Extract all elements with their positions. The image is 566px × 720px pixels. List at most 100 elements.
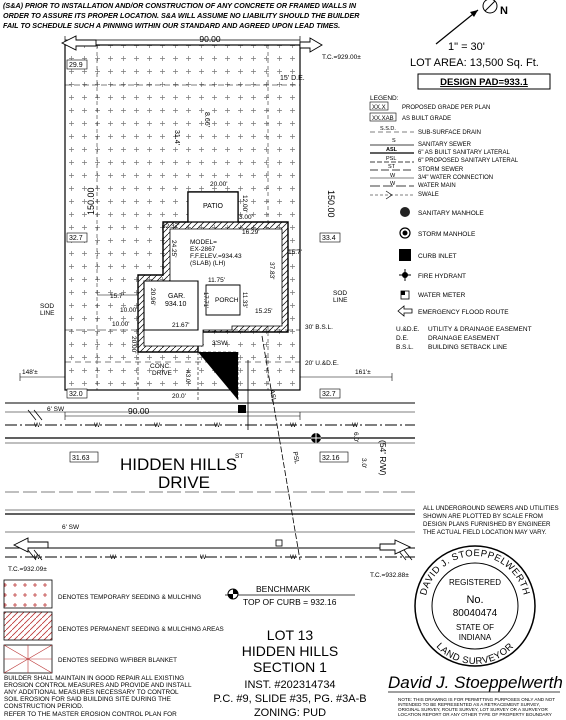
title-block: LOT 13 HIDDEN HILLS SECTION 1 INST. #202… <box>213 627 366 719</box>
patio-height: 12.00' <box>241 195 248 213</box>
seal-number: 80040474 <box>453 608 498 619</box>
legend-label: BUILDING SETBACK LINE <box>428 344 508 351</box>
note-line: THE ACTUAL FIELD LOCATION MAY VARY. <box>423 529 547 536</box>
note-line: BUILDER SHALL MAINTAIN IN GOOD REPAIR AL… <box>4 675 184 682</box>
legend-label: SUB-SURFACE DRAIN <box>418 130 481 136</box>
dim-31-4: 31.4' <box>173 130 180 145</box>
dim-11-75: 11.75' <box>208 277 225 284</box>
legend-label: PROPOSED GRADE PER PLAN <box>402 105 490 111</box>
model-line: (SLAB) (LH) <box>190 260 225 267</box>
dim-16-29: 16.29' <box>242 229 260 236</box>
seal-state-of: STATE OF <box>456 623 494 632</box>
seal-state: INDIANA <box>459 633 492 642</box>
bsl-30: 30' B.S.L. <box>305 324 333 331</box>
flood-route-arrow-icon <box>379 539 412 555</box>
svg-text:W: W <box>110 554 117 561</box>
disclaimer-line: INTENDED TO BE REPRESENTED AS A RETRACEM… <box>398 702 540 707</box>
header-note-line: ORDER TO ASSURE ITS PROPER LOCATION. S&A… <box>3 11 360 20</box>
note-line: REFER TO THE MASTER EROSION CONTROL PLAN… <box>4 711 177 718</box>
dim-20-0: 20.0' <box>172 393 186 400</box>
grade-label: 32.7 <box>69 235 83 242</box>
curb-inlet-icon <box>238 405 246 413</box>
patio-label: PATIO <box>203 203 224 210</box>
seeding-label: DENOTES SEEDING W/FIBER BLANKET <box>58 657 177 664</box>
street-name-line-2: DRIVE <box>158 473 210 492</box>
lot-boundary <box>64 44 301 391</box>
grade-label: 29.9 <box>69 62 83 69</box>
dim-11-33: 11.33' <box>241 292 247 308</box>
disclaimer-line: ORIGINAL SURVEY, ROUTE SURVEY, LOT SURVE… <box>398 707 548 712</box>
legend-label: 3/4" WATER CONNECTION <box>418 175 493 181</box>
legend-abbr: U.&D.E. <box>396 326 420 333</box>
legend: LEGEND: XX.X PROPOSED GRADE PER PLAN XX.… <box>369 95 532 351</box>
patio-width: 20.00' <box>210 181 228 188</box>
svg-text:W: W <box>290 422 297 429</box>
builder-note: BUILDER SHALL MAINTAIN IN GOOD REPAIR AL… <box>4 675 192 718</box>
dim-8-66: 8.66' <box>203 112 210 127</box>
de-top: 15' D.E. <box>280 75 305 82</box>
dim-32-37: 32.37' <box>162 223 180 230</box>
dim-15-7-left: 15.7' <box>110 293 124 300</box>
title-line: SECTION 1 <box>253 659 327 675</box>
title-line: HIDDEN HILLS <box>242 643 338 659</box>
grade-label: 32.7 <box>322 391 336 398</box>
legend-label: SWALE <box>418 192 439 198</box>
curb-inlet-icon <box>399 249 411 261</box>
dim-10-00: 10.00' <box>120 307 138 314</box>
seeding-label: DENOTES TEMPORARY SEEDING & MULCHING <box>58 594 201 601</box>
legend-label: UTILITY & DRAINAGE EASEMENT <box>428 326 532 333</box>
sw-3: 3'SW <box>212 340 228 347</box>
model-label: MODEL= EX-2867 F.F.ELEV.=934.43 (SLAB) (… <box>190 239 242 267</box>
street-name-line-1: HIDDEN HILLS <box>120 455 237 474</box>
design-pad-box <box>417 73 551 90</box>
legend-label: WATER MAIN <box>418 183 456 189</box>
seal-no: No. <box>466 594 483 606</box>
svg-text:W: W <box>200 554 207 561</box>
svg-text:N: N <box>500 5 508 17</box>
seal-registered: REGISTERED <box>449 578 501 587</box>
scale-text: 1" = 30' <box>448 41 485 53</box>
garage-elev: 934.10 <box>165 301 187 308</box>
legend-label: SANITARY MANHOLE <box>418 210 484 217</box>
street <box>5 402 415 561</box>
north-arrow-icon: N <box>435 0 508 45</box>
dim-20-00: 20.00' <box>130 336 137 354</box>
garage <box>143 280 199 331</box>
benchmark: BENCHMARK TOP OF CURB = 932.16 <box>225 584 355 607</box>
svg-text:W: W <box>352 422 359 429</box>
underground-note: ALL UNDERGROUND SEWERS AND UTILITIES SHO… <box>423 505 559 536</box>
note-line: DESIGN PLANS FURNISHED BY ENGINEER <box>423 521 551 528</box>
legend-symbol: S <box>392 138 396 144</box>
dim-21-67: 21.67' <box>172 322 190 329</box>
flood-route-arrow-icon <box>397 305 413 317</box>
disclaimer-line: LOCATION REPORT OR ANY OTHER TYPE OF PRO… <box>398 712 552 717</box>
dim-24-25: 24.25' <box>170 240 177 258</box>
legend-symbol: XX.X <box>372 105 386 111</box>
st-label: ST <box>235 453 243 460</box>
note-line: ANY ADDITIONAL MEASURES NECESSARY TO CON… <box>4 689 179 696</box>
legend-label: STORM SEWER <box>418 167 464 173</box>
garage-label: GAR. <box>168 293 185 300</box>
legend-symbol: W <box>390 173 396 179</box>
legend-label: FIRE HYDRANT <box>418 273 466 280</box>
legend-label: EMERGENCY FLOOD ROUTE <box>418 309 509 316</box>
grade-label: 32.16 <box>322 455 340 462</box>
note-line: EROSION CONTROL MEASURES AND PROVIDE AND… <box>4 682 192 689</box>
dim-37-83: 37.83' <box>268 262 275 280</box>
porch <box>205 284 241 316</box>
model-line: EX-2867 <box>190 246 216 253</box>
dim-3-0: 3.0' <box>360 458 367 468</box>
benchmark-title: BENCHMARK <box>256 584 311 594</box>
flood-route-arrow-icon <box>60 35 97 51</box>
grade-label: 32.0 <box>69 391 83 398</box>
legend-title: LEGEND: <box>370 95 399 102</box>
conc-drive: DRIVE <box>152 370 173 377</box>
disclaimer-line: NOTE: THIS DRAWING IS FOR PERMITTING PUR… <box>398 697 555 702</box>
note-line: ALL UNDERGROUND SEWERS AND UTILITIES <box>423 505 559 512</box>
legend-label: 6" AS BUILT SANITARY LATERAL <box>418 150 510 156</box>
title-line: LOT 13 <box>267 627 314 643</box>
legend-symbol: S.S.D. <box>380 126 396 132</box>
psl-label: PSL <box>291 451 300 465</box>
